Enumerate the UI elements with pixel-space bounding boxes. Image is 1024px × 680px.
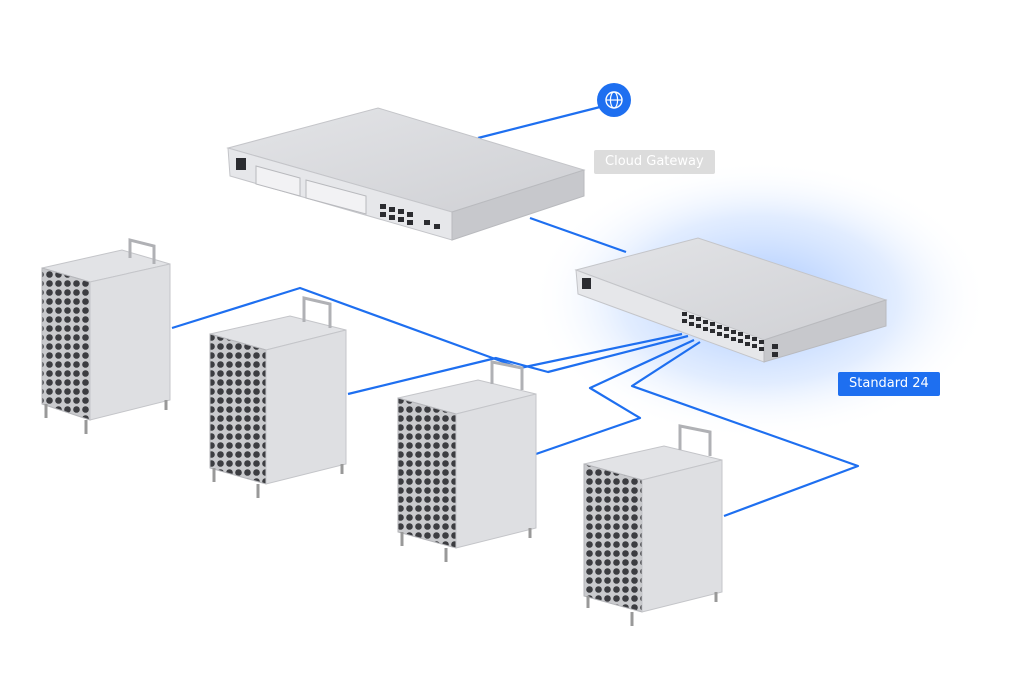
server-3 [397,360,537,562]
server-1 [41,238,171,434]
cable-server-1 [171,286,683,370]
cloud-gateway-label: Cloud Gateway [594,150,715,174]
cloud-gateway-device [226,107,586,241]
cable-internet-gateway [477,104,605,140]
standard-24-switch-device [574,237,888,363]
cable-gateway-switch [529,216,627,254]
server-4 [583,424,723,626]
cables [171,104,860,518]
globe-icon [597,83,631,117]
cable-server-2 [347,334,689,396]
switch-ports [682,312,778,357]
gateway-ports [380,204,440,229]
standard-24-label: Standard 24 [838,372,940,396]
cable-server-3 [535,339,695,456]
cable-server-4 [630,341,860,518]
server-2 [209,296,347,498]
